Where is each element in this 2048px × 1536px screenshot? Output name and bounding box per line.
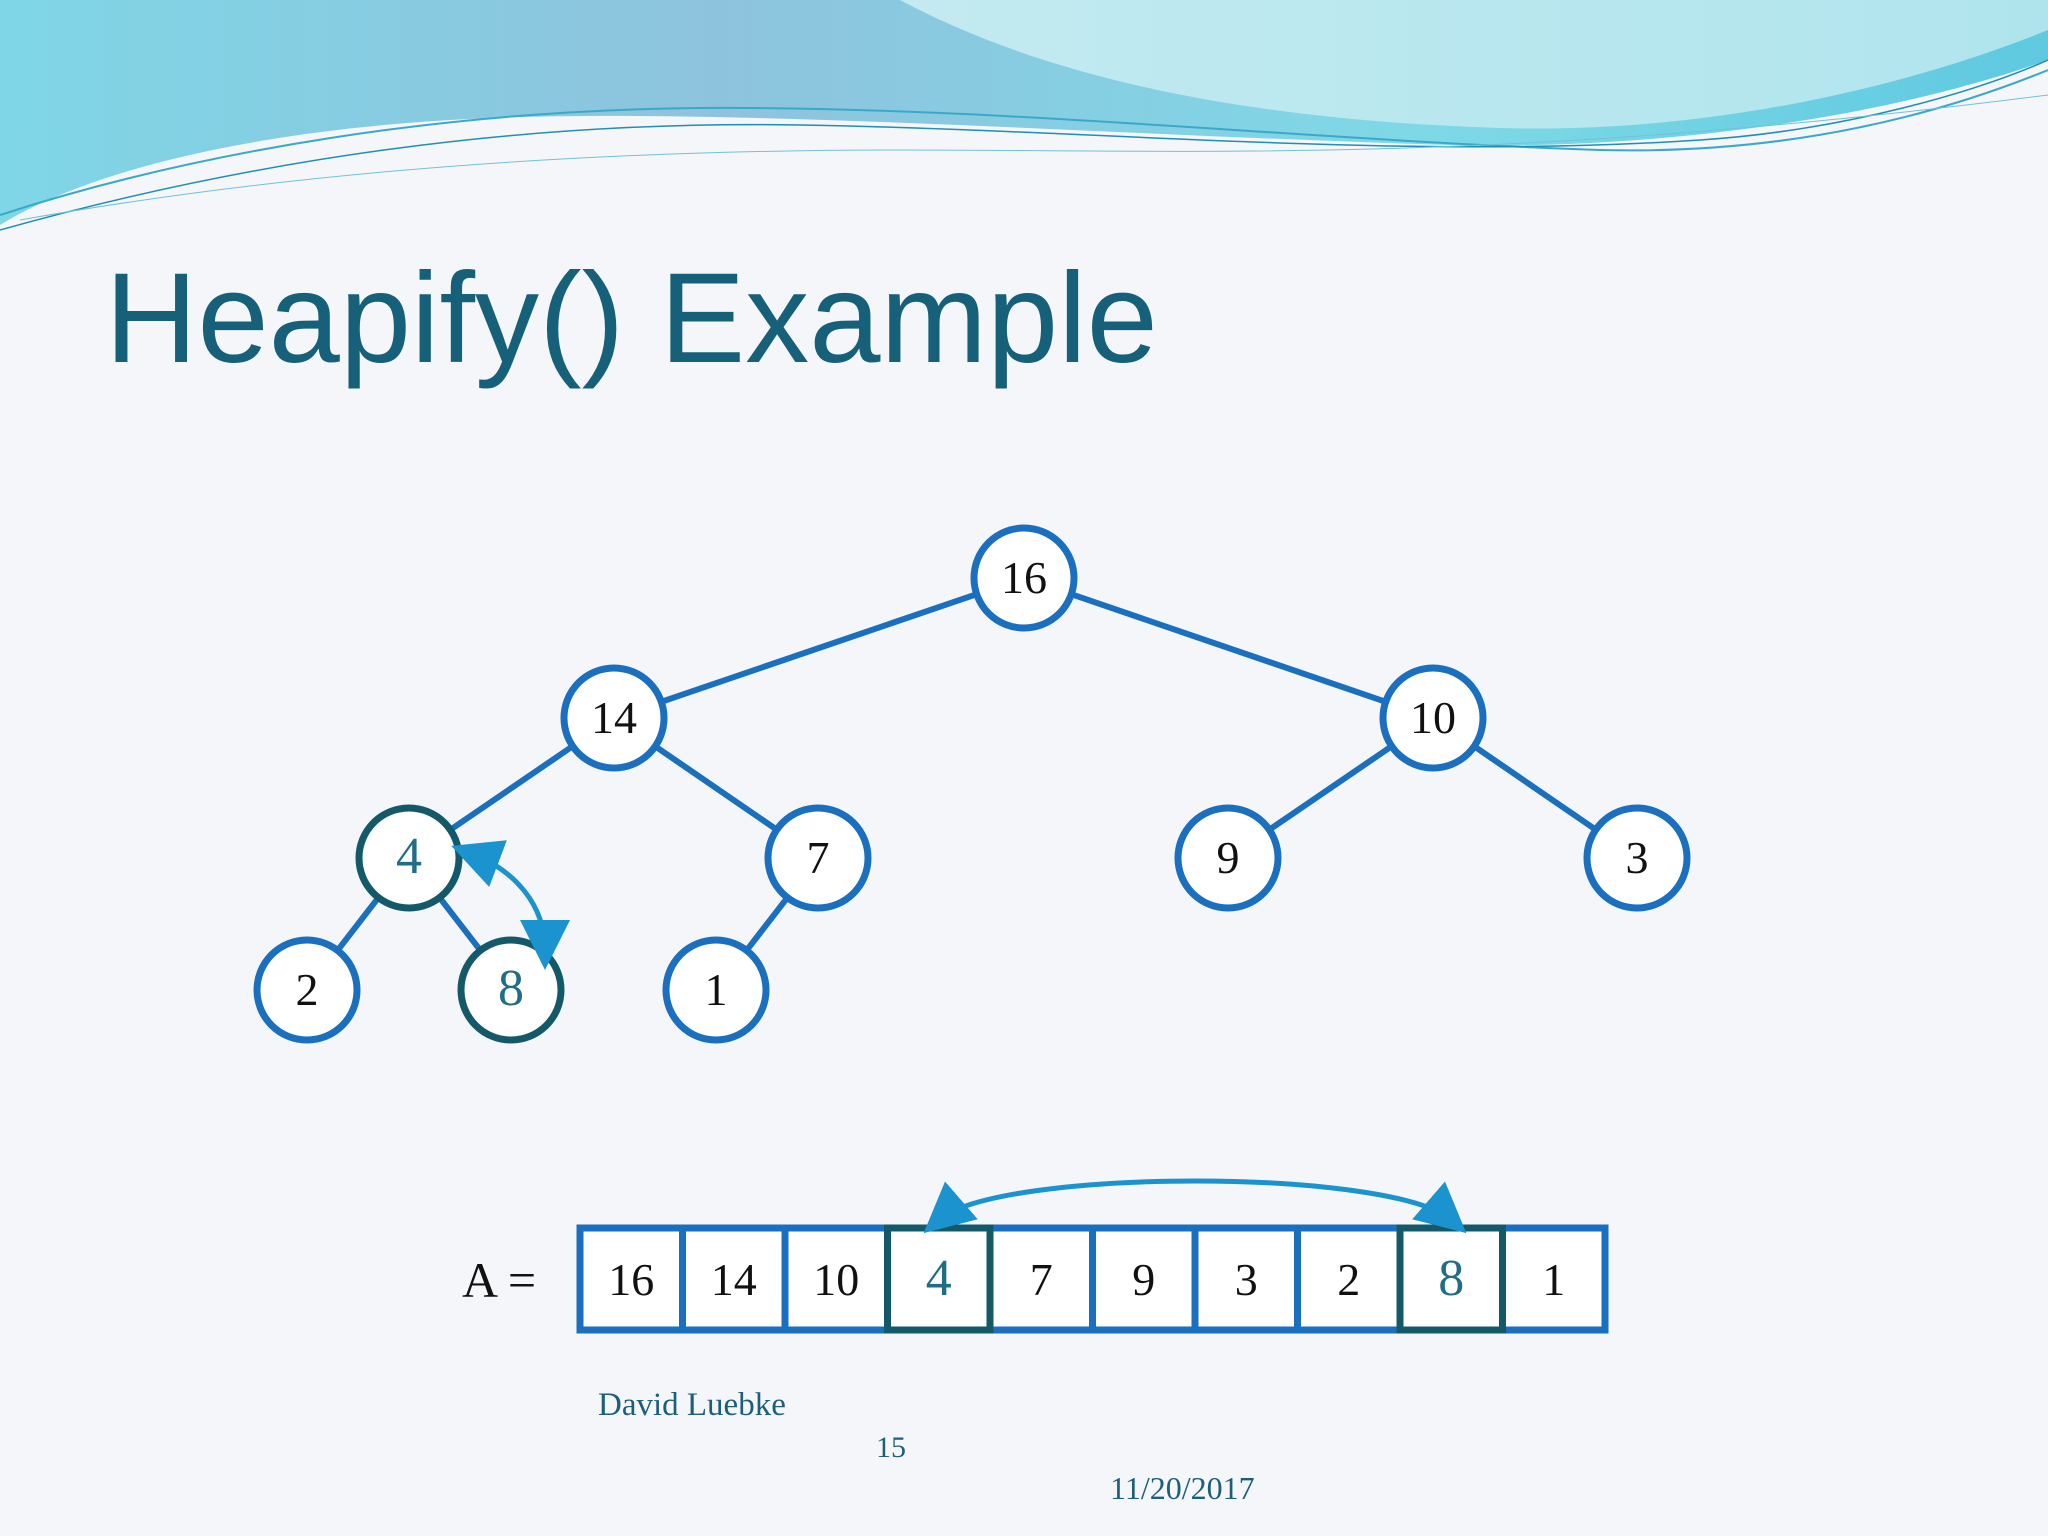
tree-node-circle	[1583, 804, 1691, 912]
array-cell-value: 7	[1030, 1254, 1053, 1305]
tree-edge	[436, 894, 484, 954]
tree-node-circle	[970, 524, 1078, 632]
array-cell-value: 14	[711, 1254, 757, 1305]
tree-swap-arrow	[451, 840, 570, 970]
array-cell: 9	[1089, 1224, 1199, 1334]
array-cell-value: 2	[1337, 1254, 1360, 1305]
tree-edge	[652, 743, 780, 833]
array-cell-value: 8	[1438, 1250, 1464, 1307]
array-cell-box	[679, 1224, 789, 1334]
tree-node-label: 4	[396, 828, 422, 885]
header-wave-decoration	[0, 0, 2048, 231]
tree-node: 8	[457, 936, 565, 1044]
array-cell: 10	[781, 1224, 891, 1334]
tree-node-label: 2	[296, 964, 319, 1015]
tree-nodes: 16 14 10 4 7 9 3 2 8 1	[253, 524, 1691, 1044]
array-cell: 3	[1191, 1224, 1301, 1334]
tree-edges	[334, 591, 1599, 954]
array-cell-box	[1499, 1224, 1609, 1334]
array-cell: 7	[986, 1224, 1096, 1334]
tree-node-circle	[1174, 804, 1282, 912]
footer-page-number: 15	[876, 1431, 906, 1464]
tree-node-label: 16	[1001, 552, 1047, 603]
array-cell: 16	[576, 1224, 686, 1334]
tree-edge	[1266, 743, 1395, 833]
tree-node: 10	[1379, 664, 1487, 772]
tree-edge	[334, 894, 382, 954]
tree-node: 9	[1174, 804, 1282, 912]
tree-node-circle	[560, 664, 668, 772]
slide-title: Heapify() Example	[105, 247, 1158, 390]
tree-node: 14	[560, 664, 668, 772]
tree-node-circle	[764, 804, 872, 912]
tree-edge	[743, 894, 791, 954]
array-cell-box	[1191, 1224, 1301, 1334]
footer-author: David Luebke	[598, 1387, 786, 1423]
array-cell: 1	[1499, 1224, 1609, 1334]
array-cell-value: 9	[1132, 1254, 1155, 1305]
array-label: A =	[462, 1252, 537, 1308]
tree-node: 1	[662, 936, 770, 1044]
array-cell-box	[1089, 1224, 1199, 1334]
tree-node-circle	[253, 936, 361, 1044]
array-cell-value: 10	[813, 1254, 859, 1305]
tree-edge	[658, 591, 980, 705]
array-cell: 14	[679, 1224, 789, 1334]
tree-node-circle	[662, 936, 770, 1044]
array-cell: 2	[1294, 1224, 1404, 1334]
tree-node: 3	[1583, 804, 1691, 912]
tree-node-label: 9	[1217, 832, 1240, 883]
tree-edge	[1471, 743, 1599, 833]
tree-node-label: 8	[498, 960, 524, 1017]
array-cell-value: 16	[608, 1254, 654, 1305]
tree-node-label: 1	[705, 964, 728, 1015]
array-cell-box	[1294, 1224, 1404, 1334]
array-cells: 16 14 10 4 7 9 3 2 8 1	[576, 1224, 1609, 1334]
footer-date: 11/20/2017	[1110, 1470, 1255, 1506]
array-cell: 8	[1396, 1224, 1506, 1334]
array-cell: 4	[884, 1224, 994, 1334]
array-cell-box	[781, 1224, 891, 1334]
tree-node-circle	[1379, 664, 1487, 772]
tree-node-label: 10	[1410, 692, 1456, 743]
array-cell-value: 4	[926, 1250, 952, 1307]
tree-edge	[1068, 591, 1389, 705]
tree-node: 4	[355, 804, 463, 912]
array-swap-arrow	[923, 1178, 1467, 1234]
tree-edge	[447, 743, 576, 833]
tree-node-label: 3	[1626, 832, 1649, 883]
tree-node-label: 7	[807, 832, 830, 883]
tree-node: 7	[764, 804, 872, 912]
tree-node: 2	[253, 936, 361, 1044]
array-cell-box	[576, 1224, 686, 1334]
tree-node-label: 14	[591, 692, 637, 743]
array-cell-value: 1	[1542, 1254, 1565, 1305]
tree-node: 16	[970, 524, 1078, 632]
array-cell-value: 3	[1235, 1254, 1258, 1305]
